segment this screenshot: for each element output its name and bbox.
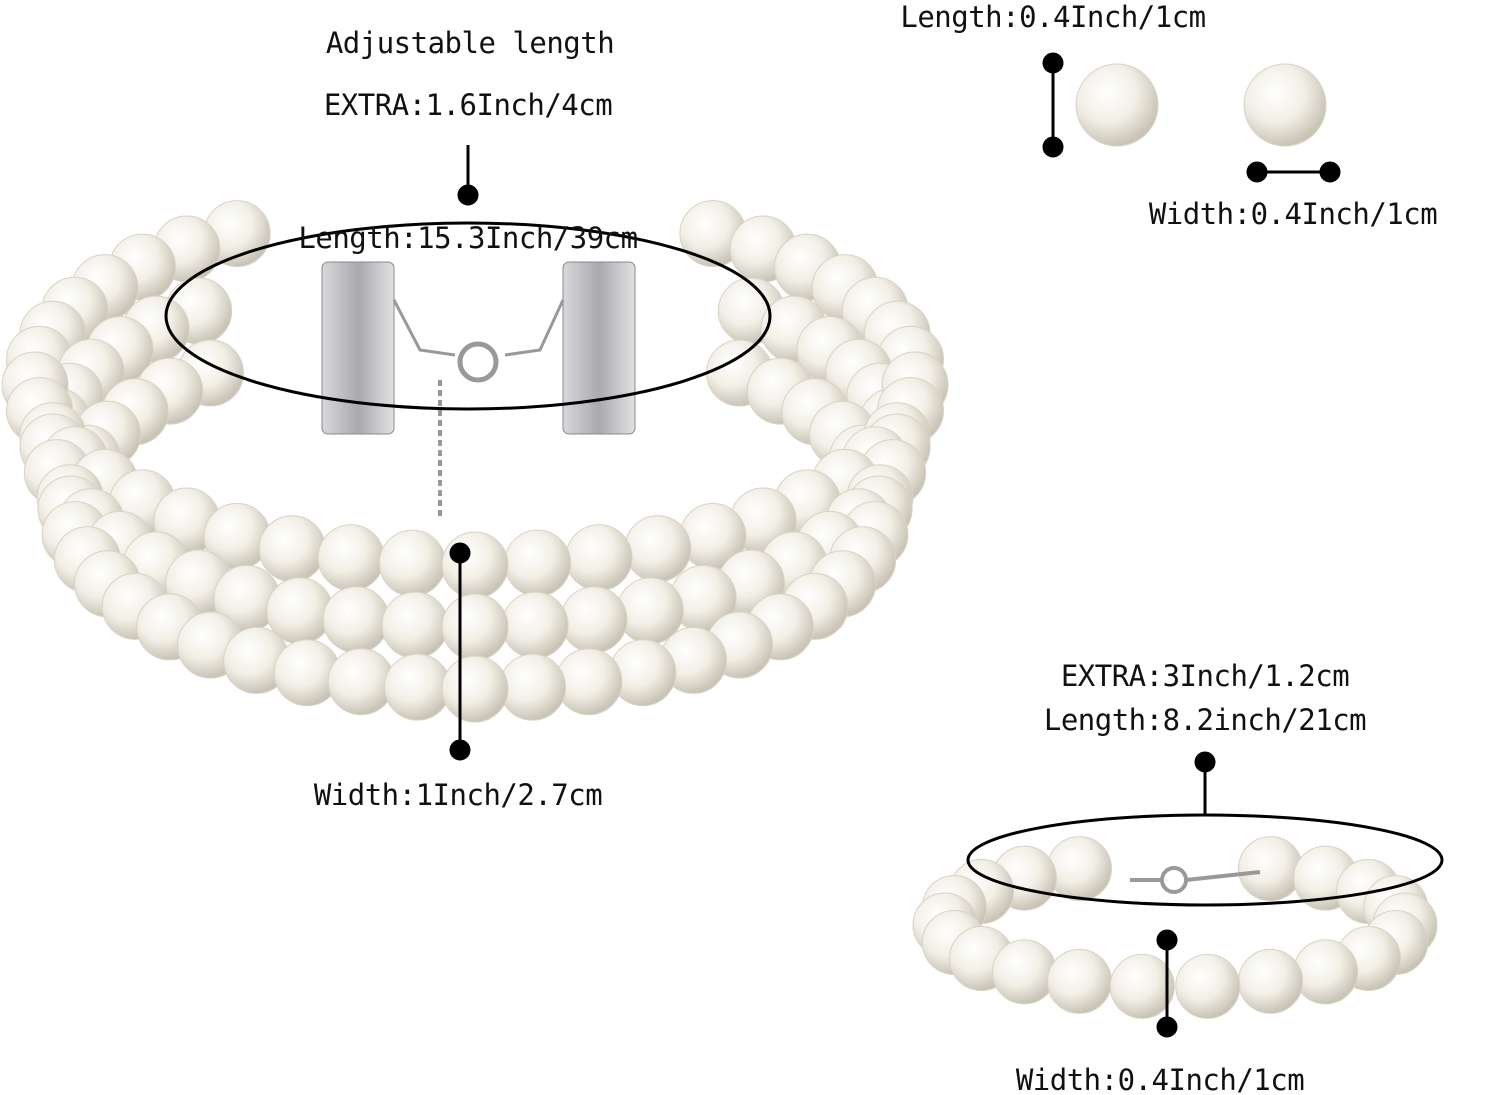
- earring-pearl: [1243, 63, 1327, 147]
- bracelet-pearl: [1238, 948, 1304, 1014]
- bracelet-pearl: [991, 939, 1057, 1005]
- bracelet-pearl: [1109, 953, 1175, 1019]
- marker-dot: [1194, 751, 1216, 773]
- marker-dot: [449, 542, 471, 564]
- choker-width-label: Width:1Inch/2.7cm: [313, 778, 603, 812]
- clasp-bar-right: [562, 261, 636, 435]
- marker-dot: [1042, 52, 1064, 74]
- choker-pearl: [378, 529, 446, 597]
- bracelet-pearl: [1175, 953, 1241, 1019]
- choker-pearl: [498, 653, 566, 721]
- choker-pearl: [560, 586, 628, 654]
- marker-dot: [1246, 161, 1268, 183]
- bracelet-pearl: [1238, 836, 1304, 902]
- choker-pearl: [441, 531, 509, 599]
- marker-dot: [449, 739, 471, 761]
- choker-pearl: [504, 529, 572, 597]
- marker-dot: [457, 184, 479, 206]
- marker-dot: [1042, 136, 1064, 158]
- choker-length-label: Length:15.3Inch/39cm: [298, 221, 638, 255]
- bracelet-pearl: [1046, 948, 1112, 1014]
- choker-length-ellipse: [164, 221, 772, 411]
- earring-pearl: [1075, 63, 1159, 147]
- choker-pearl: [317, 524, 385, 592]
- choker-extra-label: EXTRA:1.6Inch/4cm: [323, 88, 613, 122]
- choker-pearl: [501, 591, 569, 659]
- bracelet-length-ellipse: [966, 813, 1444, 907]
- bracelet-pearl: [1046, 836, 1112, 902]
- choker-pearl: [384, 653, 452, 721]
- marker-dot: [1156, 1016, 1178, 1038]
- clasp-bar-left: [321, 261, 395, 435]
- choker-pearl: [322, 586, 390, 654]
- bracelet-pearl: [1293, 939, 1359, 1005]
- marker-dot: [1319, 161, 1341, 183]
- choker-pearl: [565, 524, 633, 592]
- choker-pearl: [624, 515, 692, 583]
- earring-length-label: Length:0.4Inch/1cm: [900, 0, 1206, 34]
- choker-pearl: [441, 655, 509, 723]
- choker-adjustable-label: Adjustable length: [325, 26, 615, 60]
- lobster-clasp: [457, 341, 499, 383]
- bracelet-clasp: [1160, 866, 1188, 894]
- bracelet-width-label: Width:0.4Inch/1cm: [1015, 1063, 1305, 1095]
- choker-pearl: [258, 515, 326, 583]
- choker-pearl: [381, 591, 449, 659]
- choker-pearl: [555, 648, 623, 716]
- earring-width-label: Width:0.4Inch/1cm: [1148, 197, 1438, 231]
- bracelet-extra-label: EXTRA:3Inch/1.2cm: [1060, 659, 1350, 693]
- choker-pearl: [441, 593, 509, 661]
- choker-clasp: [321, 261, 1261, 894]
- bracelet-length-label: Length:8.2inch/21cm: [1043, 703, 1367, 737]
- choker-pearl: [327, 648, 395, 716]
- marker-dot: [1156, 929, 1178, 951]
